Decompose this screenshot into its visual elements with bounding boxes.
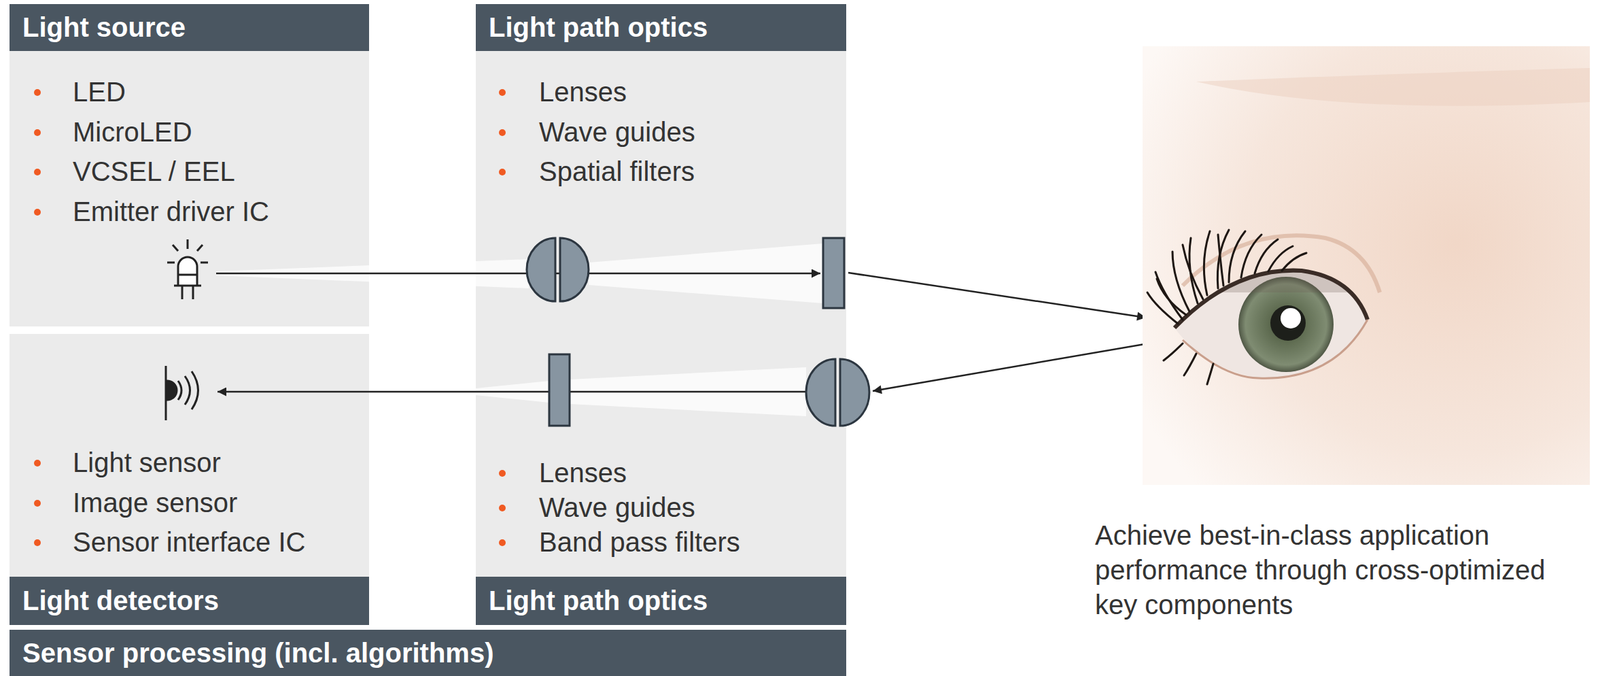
panel-header: Light detectors (9, 576, 370, 625)
panel-title: Light path optics (488, 12, 708, 43)
panel-title: Light detectors (22, 585, 219, 616)
light-ray (848, 272, 1146, 318)
panel-title: Light path optics (488, 585, 708, 616)
sensor-symbol (165, 365, 199, 421)
panel-header: Light path optics (475, 4, 847, 51)
lens (560, 237, 589, 302)
led-symbol (167, 239, 208, 300)
eye-photo (1142, 46, 1590, 485)
bullet-dot (33, 538, 41, 546)
bullet-dot (33, 499, 41, 507)
panel: Light path optics LensesWave guidesBand p… (475, 333, 847, 625)
bullet-dot (33, 208, 41, 216)
panel-header: Sensor processing (incl. algorithms) (9, 629, 847, 676)
panel-ground (9, 333, 370, 577)
band-pass-filter (549, 354, 570, 426)
panel: Light sourceLED MicroLED VCSEL / EEL Emitte… (9, 4, 370, 327)
list-item: Band pass filters (538, 525, 741, 559)
bullet-dot (498, 504, 506, 512)
list-item: Wave guides (538, 490, 696, 524)
caption-text: Achieve best-in-class application perfor… (1094, 517, 1592, 622)
bullet-dot (33, 459, 41, 467)
spatial-filter (823, 237, 845, 308)
list-item: Emitter driver IC (72, 195, 270, 228)
panel-ground (475, 50, 847, 577)
panel: Sensor processing (incl. algorithms) (9, 629, 847, 676)
list-item: Light sensor (72, 445, 221, 479)
bullet-dot (498, 89, 506, 96)
bullet-dot (33, 168, 41, 176)
lens (840, 358, 870, 426)
lens (806, 358, 836, 426)
bullet-dot (498, 469, 506, 477)
list-item: Image sensor (72, 485, 238, 519)
list-item: Spatial filters (538, 154, 695, 188)
list-item: LED (72, 75, 126, 109)
light-ray (217, 390, 807, 393)
panel: Light path opticsLensesWave guidesSpatia… (475, 4, 847, 327)
list-item: VCSEL / EEL (72, 154, 236, 188)
panel-title: Light source (22, 12, 186, 43)
panel: Light detectors Light sensorImage sensorS… (9, 333, 370, 625)
panel-header: Light source (9, 4, 370, 51)
light-ray (872, 343, 1145, 391)
list-item: Wave guides (538, 115, 696, 149)
bullet-dot (33, 129, 41, 136)
list-item: MicroLED (72, 115, 193, 149)
list-item: Lenses (538, 456, 627, 489)
bullet-dot (33, 89, 41, 96)
bullet-dot (498, 168, 506, 176)
light-ray (216, 272, 821, 275)
panel-header: Light path optics (475, 576, 847, 625)
lens (526, 237, 556, 302)
bullet-dot (498, 538, 506, 546)
list-item: Lenses (538, 75, 627, 109)
panel-title: Sensor processing (incl. algorithms) (22, 637, 494, 669)
bullet-dot (498, 129, 506, 136)
panel-ground (9, 50, 370, 327)
list-item: Sensor interface IC (72, 525, 306, 559)
